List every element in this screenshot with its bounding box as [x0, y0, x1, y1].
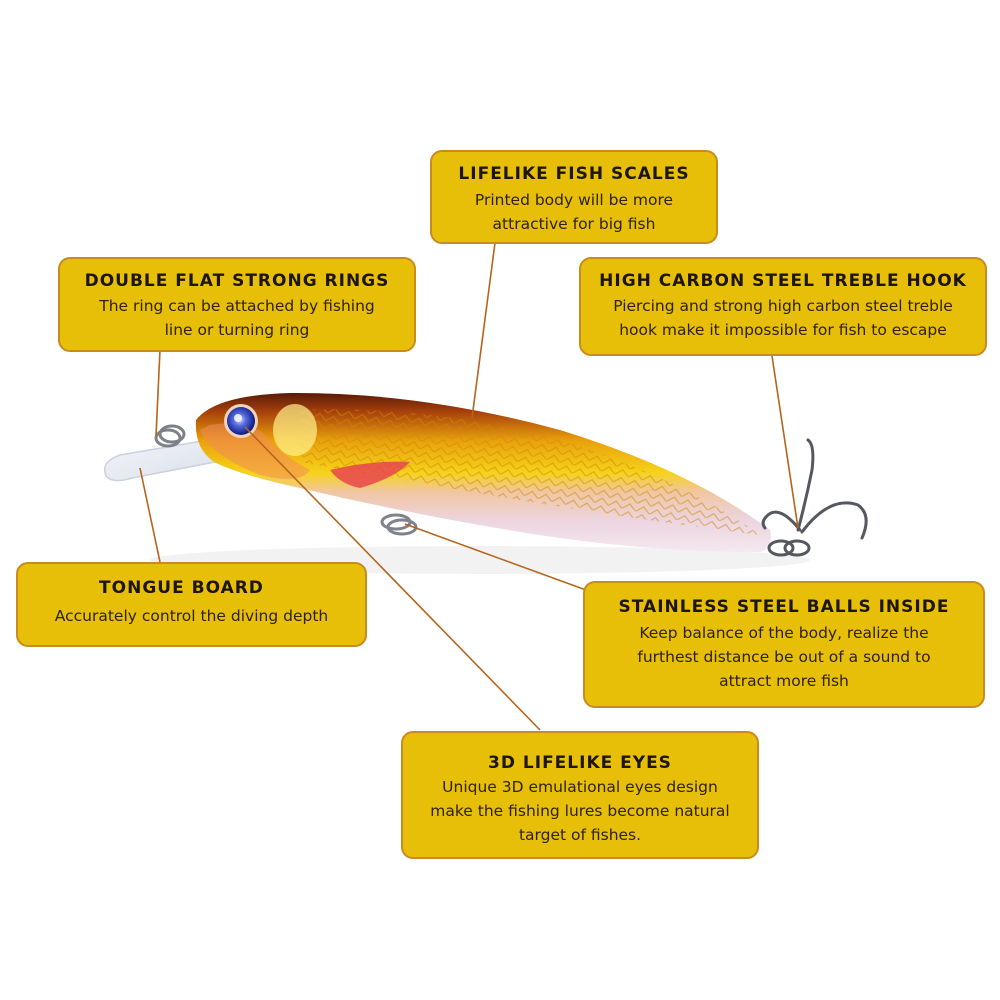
callout-desc-line: target of fishes. [518, 826, 642, 844]
callout-desc-line: hook make it impossible for fish to esca… [619, 321, 947, 339]
leader-line-eyes [244, 426, 541, 731]
belly-hook-ring [380, 513, 418, 536]
callout-stainless-steel-balls-inside: STAINLESS STEEL BALLS INSIDE Keep balanc… [583, 581, 985, 708]
callout-title: STAINLESS STEEL BALLS INSIDE [618, 597, 950, 617]
leader-lines [139, 242, 799, 731]
callout-desc-line: Accurately control the diving depth [54, 607, 329, 625]
callout-desc-line: furthest distance be out of a sound to [637, 648, 931, 666]
callout-lifelike-fish-scales: LIFELIKE FISH SCALES Printed body will b… [430, 150, 718, 244]
callout-desc-line: Unique 3D emulational eyes design [442, 778, 718, 796]
tail-treble-hook [761, 438, 868, 557]
callout-title: TONGUE BOARD [99, 578, 264, 598]
leader-line-steel-balls [404, 523, 587, 591]
callout-desc-line: The ring can be attached by fishing [99, 297, 375, 315]
leader-line-tongue-board [139, 467, 161, 563]
callout-title: DOUBLE FLAT STRONG RINGS [84, 271, 390, 291]
tongue-board-lip [103, 439, 216, 482]
callout-desc-line: make the fishing lures become natural [430, 802, 730, 820]
lure-eye [224, 404, 258, 438]
callout-double-flat-strong-rings: DOUBLE FLAT STRONG RINGS The ring can be… [58, 257, 416, 352]
callout-desc-line: Keep balance of the body, realize the [639, 624, 929, 642]
callout-desc-line: line or turning ring [164, 321, 310, 339]
leader-line-treble-hook [771, 355, 799, 529]
callout-desc-line: attract more fish [719, 672, 849, 690]
callout-3d-lifelike-eyes: 3D LIFELIKE EYES Unique 3D emulational e… [401, 731, 759, 859]
leader-line-fish-scales [471, 242, 496, 419]
callout-title: LIFELIKE FISH SCALES [458, 164, 690, 184]
callout-desc-line: attractive for big fish [492, 215, 656, 233]
callout-tongue-board: TONGUE BOARD Accurately control the divi… [16, 562, 367, 647]
callout-high-carbon-steel-treble-hook: HIGH CARBON STEEL TREBLE HOOK Piercing a… [579, 257, 987, 356]
pectoral-fin [330, 461, 410, 488]
callout-title: 3D LIFELIKE EYES [488, 753, 672, 773]
leader-line-rings [155, 349, 161, 437]
callout-title: HIGH CARBON STEEL TREBLE HOOK [599, 271, 967, 291]
callout-desc-line: Piercing and strong high carbon steel tr… [613, 297, 953, 315]
callout-desc-line: Printed body will be more [474, 191, 674, 209]
line-tie-ring [154, 424, 186, 448]
